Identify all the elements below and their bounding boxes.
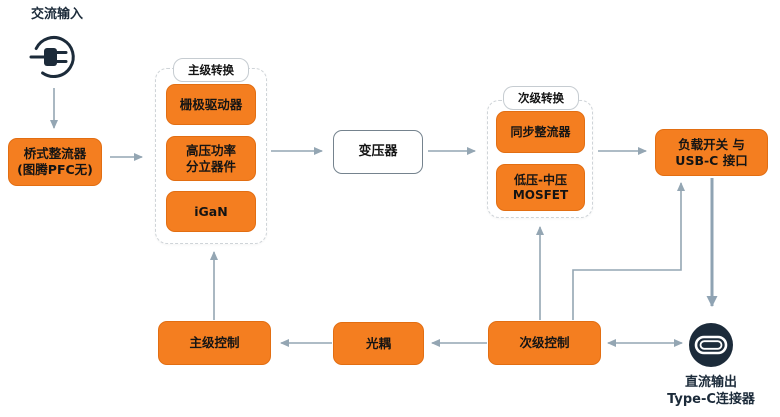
block-secondary-control: 次级控制 xyxy=(488,321,601,365)
block-lv-mv-mosfet: 低压-中压 MOSFET xyxy=(496,164,585,211)
block-optocoupler: 光耦 xyxy=(333,322,424,365)
block-primary-control: 主级控制 xyxy=(158,321,271,365)
ac-input-label: 交流输入 xyxy=(30,7,83,22)
block-label: USB-C 接口 xyxy=(675,152,748,168)
dc-output-line1: 直流输出 xyxy=(684,375,737,390)
block-label: 高压功率 xyxy=(185,142,236,158)
block-igan: iGaN xyxy=(166,191,256,232)
block-label: 低压-中压 xyxy=(514,172,567,187)
block-gate-driver: 栅极驱动器 xyxy=(166,84,256,125)
block-transformer: 变压器 xyxy=(333,130,423,174)
ac-plug-icon xyxy=(29,36,75,78)
block-label: 同步整流器 xyxy=(510,124,571,139)
block-label: 桥式整流器 xyxy=(23,146,87,162)
block-load-switch-usbc: 负载开关 与 USB-C 接口 xyxy=(655,129,768,176)
group-secondary-conversion-label: 次级转换 xyxy=(503,86,579,110)
block-label: MOSFET xyxy=(512,187,569,202)
block-label: 分立器件 xyxy=(185,158,236,174)
block-label: 负载开关 与 xyxy=(678,136,745,152)
dc-output-label: 直流输出 Type-C连接器 xyxy=(641,375,780,409)
usb-c-port-icon xyxy=(689,323,733,367)
dc-output-line2: Type-C连接器 xyxy=(667,391,755,407)
block-label: 栅极驱动器 xyxy=(179,96,243,112)
block-bridge-rectifier: 桥式整流器 (图腾PFC无) xyxy=(8,138,102,186)
block-label: iGaN xyxy=(194,203,228,219)
block-sync-rectifier: 同步整流器 xyxy=(496,111,585,153)
block-label: (图腾PFC无) xyxy=(17,162,93,177)
block-label: 光耦 xyxy=(365,335,391,351)
block-label: 次级控制 xyxy=(519,335,570,351)
group-primary-conversion-label: 主级转换 xyxy=(173,58,249,82)
block-label: 变压器 xyxy=(358,143,398,159)
block-hv-power-discretes: 高压功率 分立器件 xyxy=(166,136,256,181)
block-label: 主级控制 xyxy=(189,335,240,351)
